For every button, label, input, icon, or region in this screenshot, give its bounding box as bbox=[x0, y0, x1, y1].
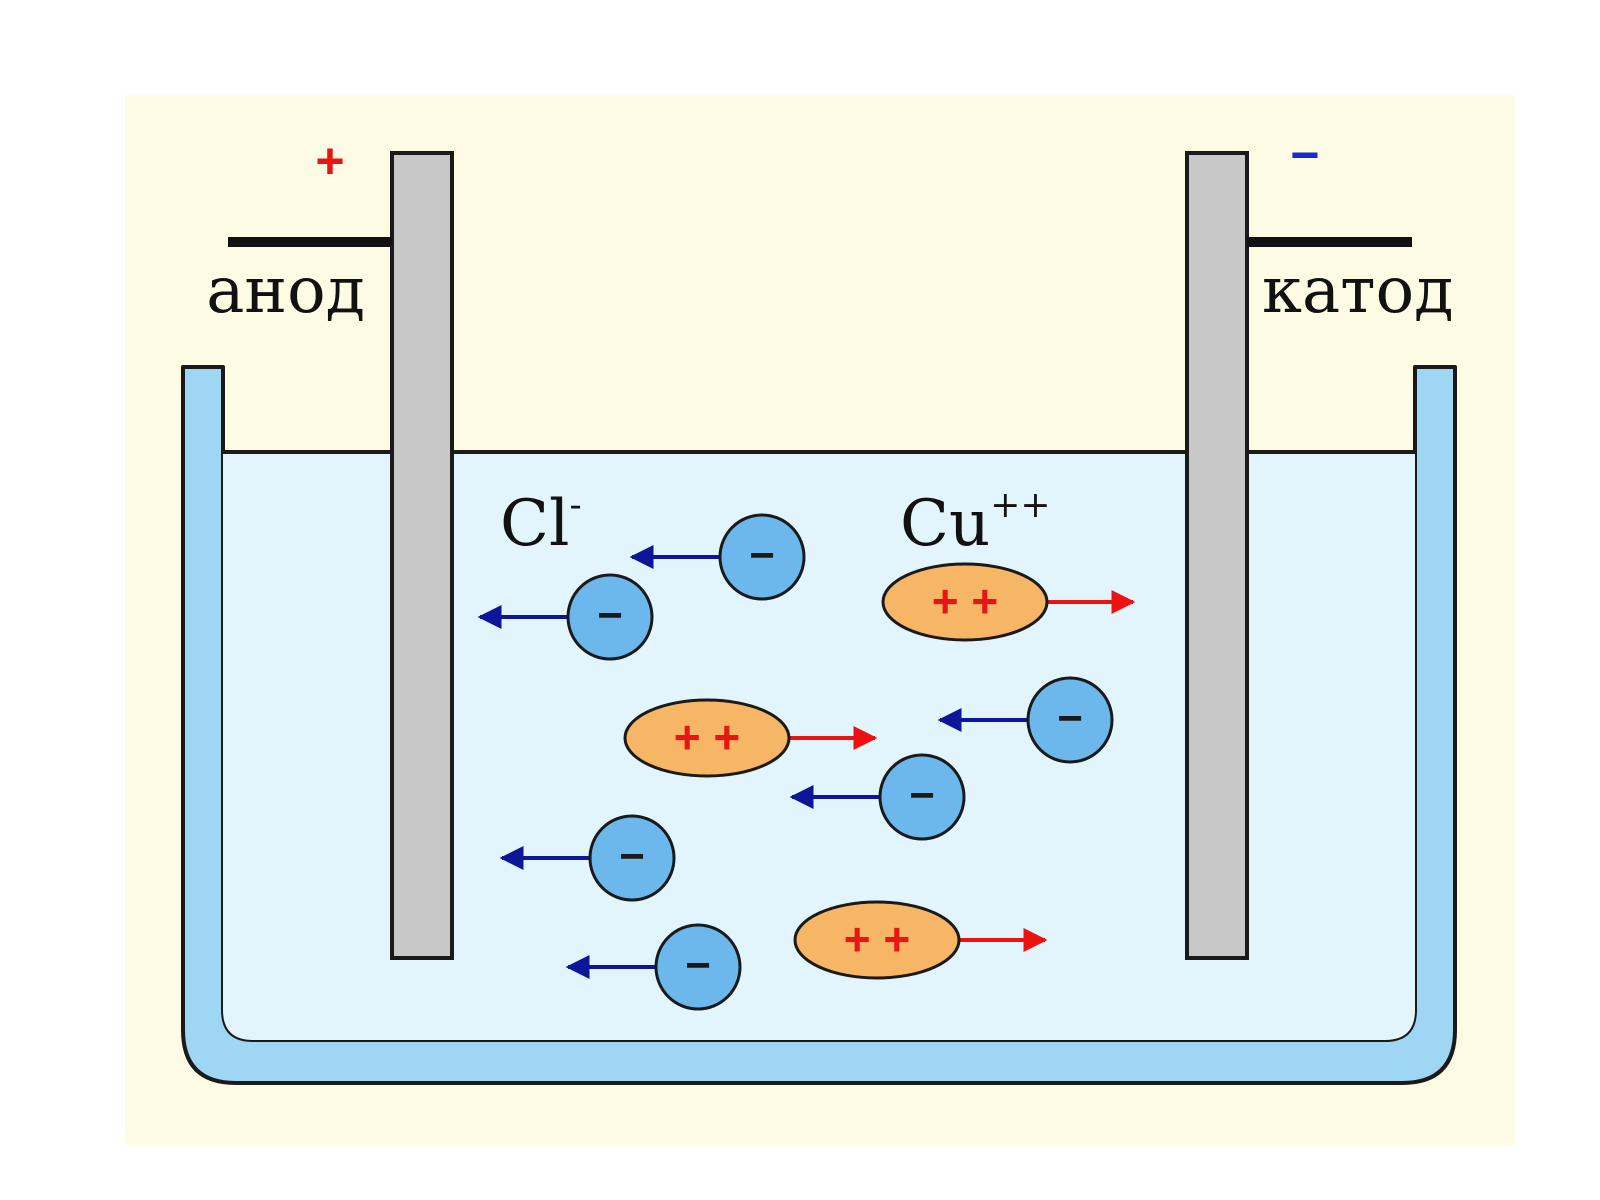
cation-body bbox=[623, 698, 791, 778]
cation-charge: ++ bbox=[990, 485, 1050, 526]
chloride-ion: − bbox=[499, 814, 676, 902]
cation-sign: + + bbox=[674, 711, 741, 763]
cation-sign: + + bbox=[932, 575, 999, 627]
copper-ion: + + bbox=[623, 698, 878, 778]
minus-icon: − bbox=[1290, 127, 1319, 183]
anion-charge: - bbox=[569, 485, 581, 526]
cathode-plate bbox=[1185, 151, 1249, 960]
anion-sign: − bbox=[597, 591, 623, 640]
anode-label: анод bbox=[206, 254, 365, 328]
cation-label: Cu++ bbox=[900, 485, 1051, 561]
anion-symbol: Cl bbox=[500, 487, 569, 561]
chloride-ion: − bbox=[477, 573, 654, 661]
copper-ion: + + bbox=[793, 900, 1048, 980]
cation-sign: + + bbox=[844, 913, 911, 965]
anion-sign: − bbox=[749, 531, 775, 580]
anode-electrode: анод + bbox=[206, 133, 454, 960]
cation-symbol: Cu bbox=[900, 487, 990, 561]
chloride-ions: − − − − − − bbox=[477, 513, 1114, 1011]
cation-body bbox=[793, 900, 961, 980]
anion-sign: − bbox=[619, 832, 645, 881]
anode-plate bbox=[390, 151, 454, 960]
chloride-ion: − bbox=[789, 753, 966, 841]
copper-ion: + + bbox=[881, 562, 1136, 642]
cathode-label: катод bbox=[1262, 254, 1454, 328]
plus-icon: + bbox=[315, 133, 344, 189]
chloride-ion: − bbox=[629, 513, 806, 601]
anion-label: Cl- bbox=[500, 485, 582, 561]
anion-sign: − bbox=[1057, 694, 1083, 743]
anion-body bbox=[878, 753, 966, 841]
anion-sign: − bbox=[685, 941, 711, 990]
copper-ions: + + + + + + bbox=[623, 562, 1136, 980]
anion-body bbox=[1026, 676, 1114, 764]
anion-body bbox=[718, 513, 806, 601]
anion-body bbox=[588, 814, 676, 902]
anion-body bbox=[566, 573, 654, 661]
chloride-ion: − bbox=[937, 676, 1114, 764]
anion-body bbox=[654, 923, 742, 1011]
chloride-ion: − bbox=[565, 923, 742, 1011]
cathode-electrode: катод − bbox=[1185, 127, 1454, 960]
cation-body bbox=[881, 562, 1049, 642]
anion-sign: − bbox=[909, 771, 935, 820]
